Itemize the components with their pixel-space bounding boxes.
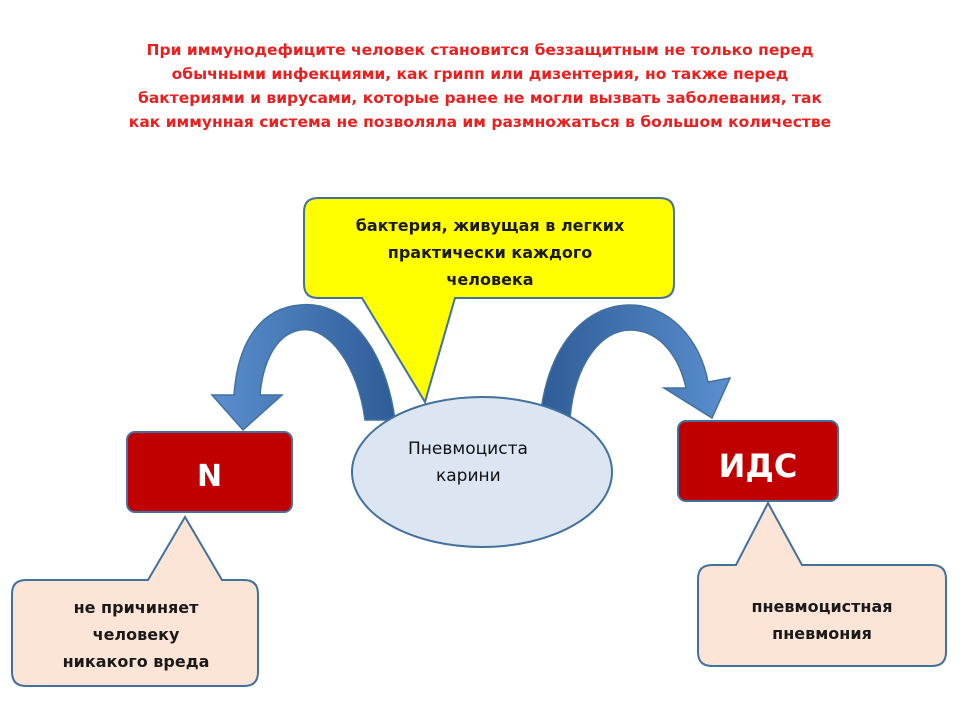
intro-line: бактериями и вирусами, которые ранее не … — [138, 89, 822, 107]
center-line: Пневмоциста — [408, 439, 528, 459]
center-line: карини — [436, 466, 501, 486]
intro-line: обычными инфекциями, как грипп или дизен… — [171, 65, 789, 83]
callout-line: бактерия, живущая в легких — [355, 216, 625, 235]
n-label: N — [196, 459, 223, 494]
right-note-line: пневмоцистная — [751, 597, 893, 616]
right-note-text: пневмоцистная пневмония — [700, 593, 944, 647]
intro-line: При иммунодефиците человек становится бе… — [146, 41, 814, 59]
callout-text: бактерия, живущая в легких практически к… — [310, 212, 670, 293]
intro-text: При иммунодефиците человек становится бе… — [60, 38, 900, 134]
left-note-line: человеку — [92, 625, 180, 644]
pneumocystis-ellipse — [351, 396, 613, 548]
right-note-box — [697, 500, 947, 667]
pneumocystis-label: Пневмоциста карини — [392, 436, 582, 490]
left-note-line: не причиняет — [73, 598, 199, 617]
left-note-line: никакого вреда — [62, 652, 210, 671]
left-curved-arrow — [210, 303, 396, 432]
callout-line: человека — [446, 270, 534, 289]
callout-line: практически каждого — [387, 243, 593, 262]
ids-label: ИДС — [718, 447, 798, 485]
left-note-box — [11, 515, 259, 687]
right-curved-arrow — [539, 304, 732, 420]
intro-line: как иммунная система не позволяла им раз… — [128, 113, 832, 131]
ids-box — [677, 420, 839, 502]
left-note-text: не причиняет человеку никакого вреда — [14, 594, 258, 675]
callout-box — [303, 197, 675, 405]
right-note-line: пневмония — [772, 624, 872, 643]
n-box — [126, 431, 293, 513]
